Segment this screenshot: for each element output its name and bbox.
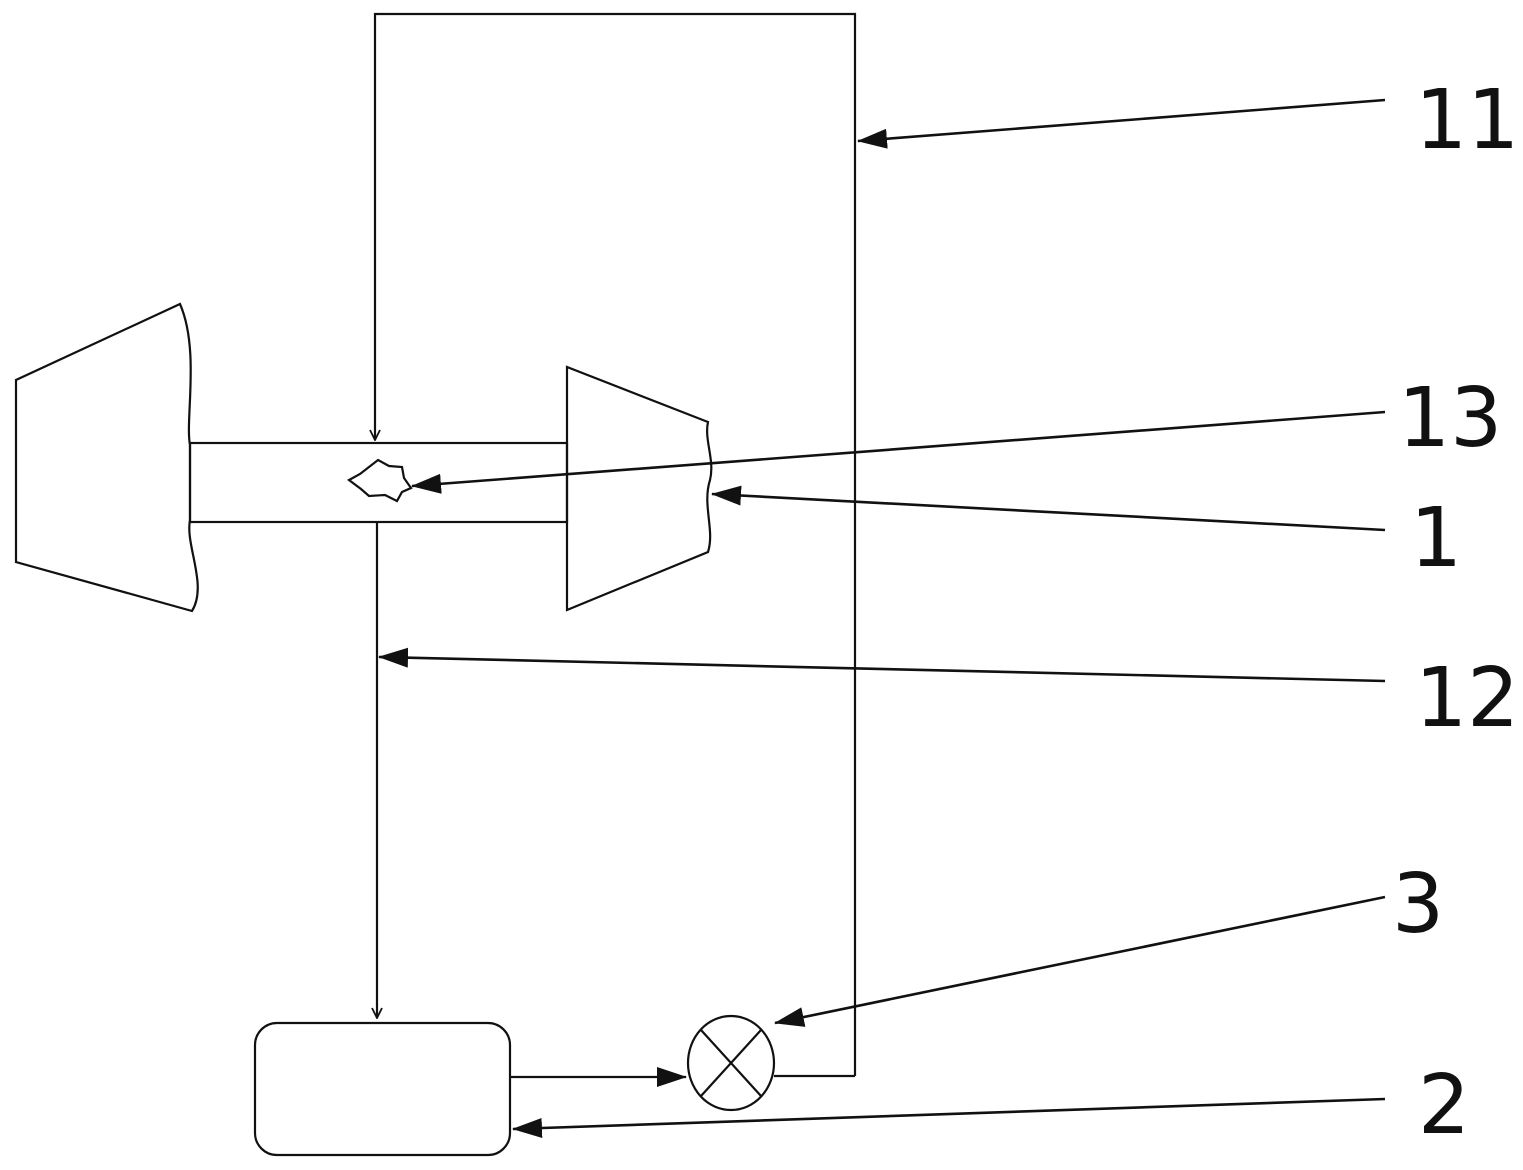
callout-label-12: 12 xyxy=(1415,651,1519,746)
leader-11 xyxy=(857,98,1386,149)
sensor-star-icon xyxy=(346,458,413,503)
callout-label-11: 11 xyxy=(1415,73,1519,168)
right-cone-housing xyxy=(565,365,713,612)
leader-13 xyxy=(411,410,1386,494)
left-cone-housing xyxy=(14,302,199,613)
valve-icon xyxy=(686,1014,776,1112)
leader-3 xyxy=(774,895,1386,1027)
callout-label-2: 2 xyxy=(1418,1058,1470,1153)
callout-label-13: 13 xyxy=(1398,371,1502,466)
shaft-tube xyxy=(188,441,569,524)
callout-label-1: 1 xyxy=(1410,491,1462,586)
return-pipe xyxy=(375,12,857,1076)
callout-label-3: 3 xyxy=(1392,857,1444,952)
leader-1 xyxy=(711,485,1386,532)
leader-2 xyxy=(512,1097,1386,1138)
tank xyxy=(253,1021,512,1157)
leader-12 xyxy=(378,647,1386,683)
